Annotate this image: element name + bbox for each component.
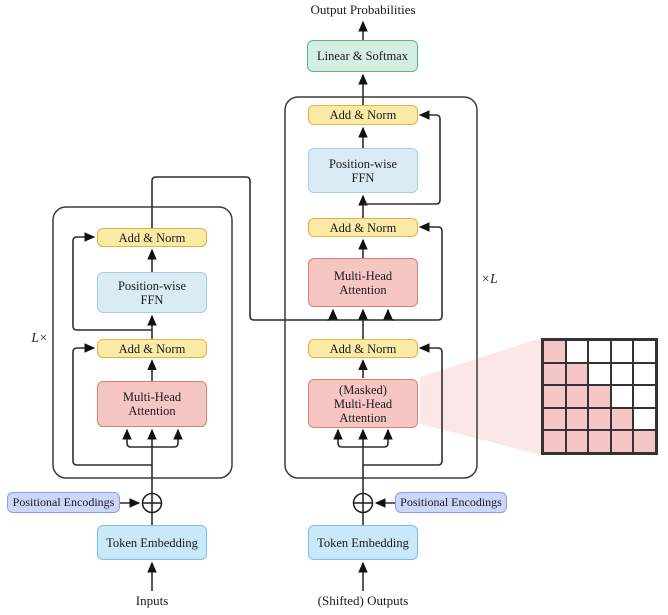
mask-cell-attended — [565, 385, 589, 408]
mask-cell-masked — [633, 362, 656, 386]
mask-cell-attended — [588, 407, 611, 431]
causal-mask-grid — [541, 338, 658, 455]
decoder-ffn-box: Position-wise FFN — [308, 148, 418, 193]
decoder-cross-attention-box: Multi-Head Attention — [308, 258, 418, 307]
decoder-masked-attention-box: (Masked) Multi-Head Attention — [308, 379, 418, 428]
encoder-ffn-box: Position-wise FFN — [97, 272, 207, 313]
wire-encoder-to-decoder — [151, 176, 443, 321]
mask-cell-attended — [565, 430, 589, 453]
mask-cell-attended — [588, 385, 611, 408]
mask-cell-masked — [610, 340, 634, 363]
output-probabilities-label: Output Probabilities — [310, 2, 416, 17]
wire-masked-attn-branch-left — [333, 428, 363, 448]
decoder-add-norm-masked-box: Add & Norm — [308, 339, 418, 358]
mask-cell-attended — [543, 407, 566, 431]
mask-cell-attended — [588, 430, 611, 453]
mask-cell-masked — [588, 362, 611, 386]
plus-node-left — [141, 492, 163, 514]
mask-cell-attended — [633, 430, 656, 453]
mask-cell-masked — [588, 340, 611, 363]
mask-cell-attended — [610, 407, 634, 431]
mask-cell-masked — [633, 407, 656, 431]
mask-cell-attended — [565, 407, 589, 431]
mask-cell-attended — [565, 362, 589, 386]
linear-softmax-box: Linear & Softmax — [307, 40, 418, 72]
wire-masked-attn-branch-right — [363, 428, 393, 448]
decoder-scale-label: ×L — [481, 271, 498, 286]
wire-cross-key-branch — [326, 308, 338, 321]
mask-cell-masked — [633, 340, 656, 363]
wires-group — [72, 20, 443, 591]
wire-enc-residual-attn — [72, 343, 152, 466]
wire-enc-attn-branch-right — [152, 428, 183, 448]
mask-cell-attended — [610, 430, 634, 453]
encoder-add-norm-attn-box: Add & Norm — [97, 339, 207, 358]
wire-dec-residual-ffn — [363, 110, 441, 205]
encoder-attention-box: Multi-Head Attention — [97, 381, 207, 427]
mask-cell-masked — [633, 385, 656, 408]
encoder-scale-label: L× — [31, 330, 48, 345]
wire-enc-attn-branch-left — [122, 428, 152, 448]
plus-node-right — [352, 492, 374, 514]
decoder-add-norm-cross-box: Add & Norm — [308, 218, 418, 237]
mask-callout-wedge — [420, 338, 541, 455]
encoder-container — [52, 206, 233, 479]
mask-cell-masked — [610, 385, 634, 408]
mask-cell-masked — [565, 340, 589, 363]
positional-encodings-right-box: Positional Encodings — [395, 492, 507, 513]
inputs-label: Inputs — [135, 593, 169, 608]
mask-cell-attended — [543, 385, 566, 408]
encoder-add-norm-ffn-box: Add & Norm — [97, 228, 207, 247]
shifted-outputs-label: (Shifted) Outputs — [317, 593, 409, 608]
mask-cell-attended — [543, 340, 566, 363]
positional-encodings-left-box: Positional Encodings — [7, 492, 120, 513]
wire-cross-value-branch — [383, 308, 395, 321]
decoder-container — [284, 96, 478, 479]
mask-cell-masked — [610, 362, 634, 386]
wire-dec-residual-masked — [363, 343, 443, 466]
mask-cell-attended — [543, 430, 566, 453]
wire-enc-residual-ffn — [72, 232, 152, 331]
token-embedding-right-box: Token Embedding — [308, 525, 418, 560]
mask-cell-attended — [543, 362, 566, 386]
decoder-add-norm-top-box: Add & Norm — [308, 105, 418, 125]
token-embedding-left-box: Token Embedding — [97, 525, 207, 560]
